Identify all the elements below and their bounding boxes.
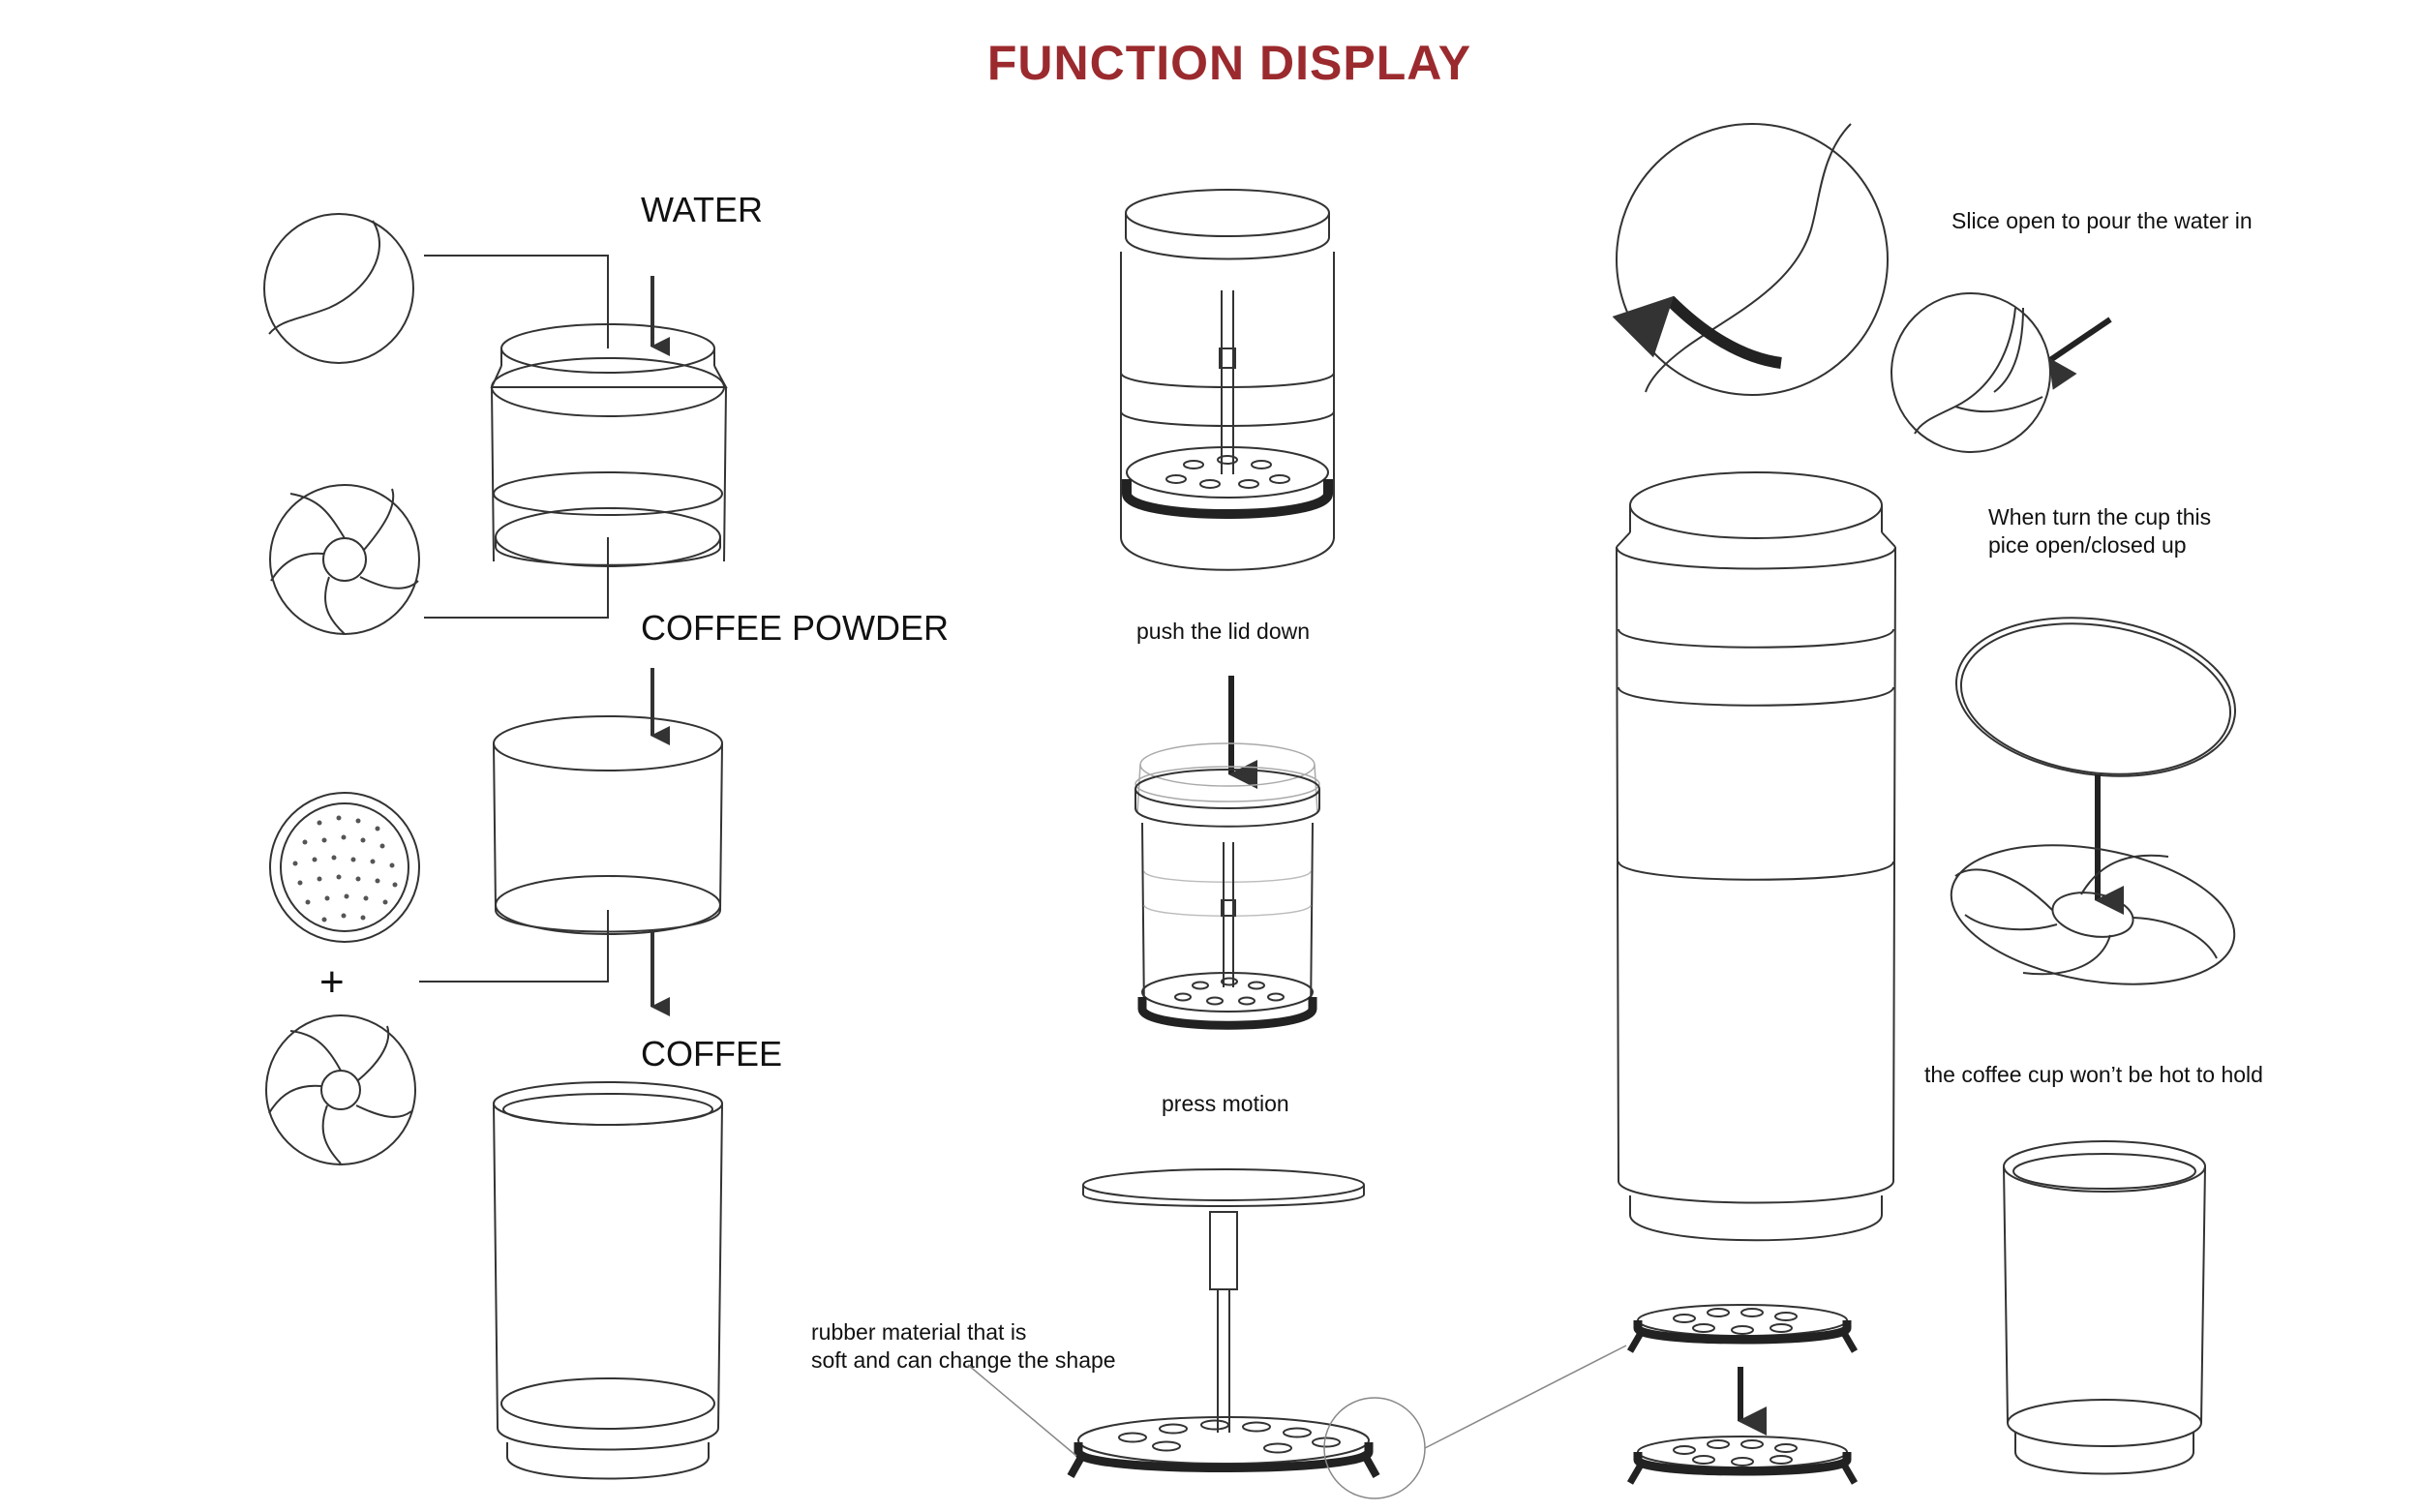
plus-sign: + [319, 958, 345, 1006]
callout-circle-rubber [1323, 1397, 1426, 1499]
detail-circle-slice [263, 213, 414, 364]
label-water: WATER [641, 190, 763, 229]
plunger-exploded-illustration [1067, 1168, 1380, 1478]
detail-circle-swirl-top [269, 484, 420, 635]
filter-part-lower [1626, 1436, 1859, 1485]
callout-line-detail [1424, 1345, 1627, 1449]
valve-disc-illustration [1950, 617, 2237, 985]
label-rubber-material: rubber material that is soft and can cha… [811, 1319, 1116, 1373]
label-slice-open: Slice open to pour the water in [1951, 208, 2253, 233]
label-press-motion: press motion [1162, 1091, 1289, 1116]
label-coffee-powder: COFFEE POWDER [641, 608, 950, 648]
lid-part-illustration [490, 323, 728, 567]
tall-bottle-illustration [1612, 123, 1896, 1242]
label-coffee: COFFEE [641, 1034, 783, 1074]
detail-circle-filter [269, 792, 420, 943]
callout-line-rubber [967, 1364, 1077, 1457]
powder-chamber-illustration [493, 715, 723, 935]
coffee-cup-right-illustration [2003, 1140, 2206, 1475]
label-push-lid: push the lid down [1136, 619, 1311, 644]
connector-slice [424, 255, 609, 348]
filter-part-upper [1626, 1304, 1859, 1353]
press-assembled-illustration [1120, 189, 1335, 571]
filter-dots [292, 815, 398, 922]
press-motion-illustration [1134, 742, 1320, 1030]
connector-swirl [424, 537, 609, 619]
detail-circle-swirl-bottom [265, 1014, 416, 1165]
label-not-hot: the coffee cup won’t be hot to hold [1924, 1062, 2263, 1087]
coffee-cup-left-illustration [493, 1081, 723, 1480]
label-turn-cup: When turn the cup this pice open/closed … [1988, 504, 2212, 558]
detail-circle-slice-small [1891, 292, 2112, 453]
page-title: FUNCTION DISPLAY [986, 36, 1472, 90]
